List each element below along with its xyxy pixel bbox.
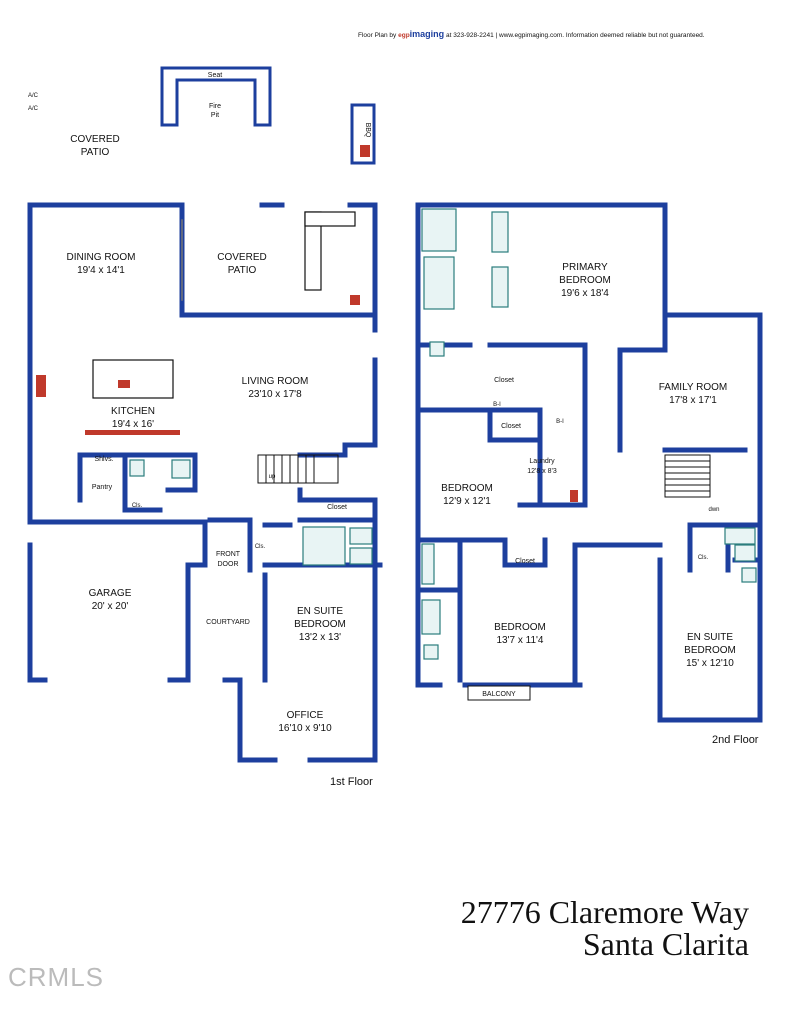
brand-name: imaging (409, 29, 445, 39)
bbq-label: BBQ (364, 123, 371, 138)
laundry-name: Laundry (529, 458, 555, 465)
labels: A/C A/C Seat Fire Pit BBQ COVERED PATIO … (28, 72, 736, 734)
outdoor-patio-label-1: COVERED (70, 134, 119, 145)
bedroom-2-name: BEDROOM (441, 483, 493, 494)
ensuite-bedroom-2-name-1: EN SUITE (687, 632, 733, 643)
closet-label-2: Cls. (255, 544, 266, 550)
address-line-2: Santa Clarita (582, 926, 749, 962)
laundry-dim: 12'8 x 8'3 (527, 468, 557, 475)
dining-room-name: DINING ROOM (67, 252, 136, 263)
closet-label-2nd-small: Closet (501, 423, 521, 430)
ensuite-bedroom-1-dim: 13'2 x 13' (299, 632, 341, 643)
office-name: OFFICE (287, 710, 324, 721)
covered-patio-name-2: PATIO (228, 265, 257, 276)
ensuite-bedroom-2-name-2: BEDROOM (684, 645, 736, 656)
ac-label-1: A/C (28, 93, 39, 99)
front-door-label-2: DOOR (218, 561, 239, 568)
second-floor-label: 2nd Floor (712, 734, 759, 746)
ensuite-bedroom-2-dim: 15' x 12'10 (686, 658, 734, 669)
kitchen-dim: 19'4 x 16' (112, 419, 154, 430)
pantry-label: Pantry (92, 484, 113, 491)
primary-bedroom-dim: 19'6 x 18'4 (561, 288, 609, 299)
balcony-label: BALCONY (482, 691, 516, 698)
bedroom-3-dim: 13'7 x 11'4 (496, 635, 543, 646)
kitchen-name: KITCHEN (111, 406, 155, 417)
seat-label: Seat (208, 72, 222, 79)
stairs-down-label: dwn (708, 507, 719, 513)
brand-mark: egp (398, 32, 410, 39)
closet-label-2nd-ensuite: Cls. (698, 555, 709, 561)
covered-patio-name-1: COVERED (217, 252, 266, 263)
primary-bedroom-name-2: BEDROOM (559, 275, 611, 286)
ensuite-bedroom-1-name-2: BEDROOM (294, 619, 346, 630)
first-floor-label: 1st Floor (330, 776, 373, 788)
closet-label-1: Cls. (132, 503, 143, 509)
office-dim: 16'10 x 9'10 (278, 723, 332, 734)
family-room-dim: 17'8 x 17'1 (669, 395, 717, 406)
fixtures (92, 208, 757, 660)
credit-suffix: at 323-928-2241 | www.egpimaging.com. In… (446, 32, 705, 39)
stairs-up-label: up (269, 474, 276, 480)
stairs (257, 454, 711, 498)
credit-prefix: Floor Plan by (358, 32, 397, 39)
bedroom-3-name: BEDROOM (494, 622, 546, 633)
garage-dim: 20' x 20' (92, 601, 129, 612)
built-in-label-2: B-I (556, 419, 564, 425)
closet-label-1st: Closet (327, 504, 347, 511)
primary-bedroom-name-1: PRIMARY (562, 262, 608, 273)
ac-label-2: A/C (28, 106, 39, 112)
living-room-dim: 23'10 x 17'8 (248, 389, 302, 400)
ensuite-bedroom-1-name-1: EN SUITE (297, 606, 343, 617)
walk-in-closet-label: Closet (494, 377, 514, 384)
outdoor-patio-label-2: PATIO (81, 147, 110, 158)
dining-room-dim: 19'4 x 14'1 (77, 265, 125, 276)
front-door-label-1: FRONT (216, 551, 241, 558)
fire-pit-label-2: Pit (211, 112, 219, 119)
walls (27, 66, 763, 763)
appliances (36, 145, 578, 502)
built-in-label-1: B-I (493, 402, 501, 408)
watermark: CRMLS (8, 962, 105, 992)
closet-label-2nd-bed: Closet (515, 558, 535, 565)
courtyard-label: COURTYARD (206, 619, 250, 626)
fire-pit-label-1: Fire (209, 103, 221, 110)
address-line-1: 27776 Claremore Way (460, 894, 749, 930)
floor-plan-credit: Floor Plan by egpimaging at 323-928-2241… (358, 29, 705, 39)
bedroom-2-dim: 12'9 x 12'1 (443, 496, 491, 507)
garage-name: GARAGE (89, 588, 132, 599)
living-room-name: LIVING ROOM (242, 376, 309, 387)
shelves-label: Shlvs. (94, 456, 113, 463)
family-room-name: FAMILY ROOM (659, 382, 728, 393)
